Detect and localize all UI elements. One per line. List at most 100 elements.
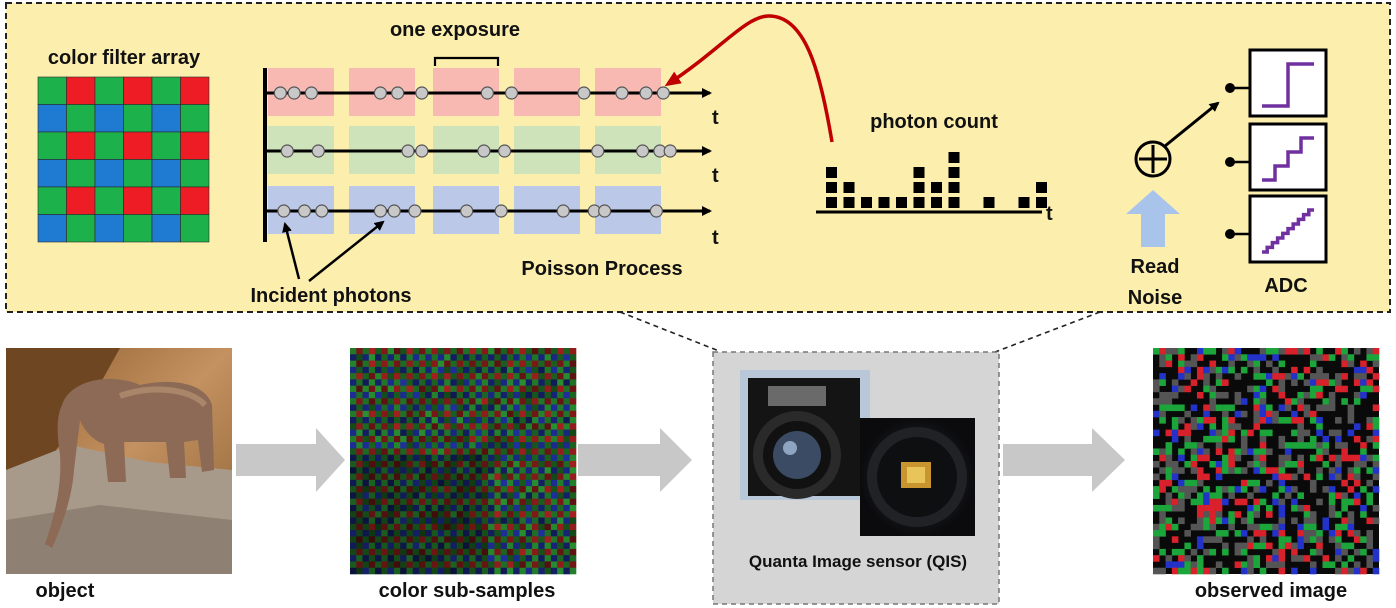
mosaic-pixel bbox=[1360, 448, 1367, 456]
mosaic-pixel bbox=[513, 555, 520, 562]
mosaic-pixel bbox=[1297, 504, 1304, 512]
histogram-t-label: t bbox=[1046, 203, 1053, 225]
mosaic-pixel bbox=[381, 461, 388, 468]
mosaic-pixel bbox=[400, 442, 407, 449]
mosaic-pixel bbox=[356, 511, 363, 518]
mosaic-pixel bbox=[506, 354, 514, 361]
mosaic-pixel bbox=[1240, 429, 1248, 437]
mosaic-pixel bbox=[425, 467, 432, 474]
mosaic-pixel bbox=[525, 492, 533, 499]
mosaic-pixel bbox=[419, 486, 426, 493]
mosaic-pixel bbox=[463, 348, 470, 355]
mosaic-pixel bbox=[393, 467, 401, 474]
mosaic-pixel bbox=[475, 517, 483, 525]
mosaic-pixel bbox=[437, 417, 445, 424]
mosaic-pixel bbox=[356, 498, 363, 506]
mosaic-pixel bbox=[513, 561, 520, 569]
mosaic-pixel bbox=[513, 548, 520, 556]
mosaic-pixel bbox=[1353, 561, 1361, 569]
mosaic-pixel bbox=[425, 461, 432, 468]
mosaic-pixel bbox=[506, 542, 514, 550]
cfa-cell bbox=[66, 159, 96, 188]
count-square bbox=[826, 182, 837, 193]
adc-label: ADC bbox=[1264, 275, 1307, 297]
mosaic-pixel bbox=[419, 348, 426, 355]
mosaic-pixel bbox=[481, 423, 489, 430]
mosaic-pixel bbox=[506, 461, 514, 468]
mosaic-pixel bbox=[1303, 511, 1311, 518]
mosaic-pixel bbox=[519, 442, 527, 449]
mosaic-pixel bbox=[381, 567, 388, 575]
mosaic-pixel bbox=[1266, 542, 1273, 550]
mosaic-pixel bbox=[569, 429, 577, 437]
mosaic-pixel bbox=[387, 429, 395, 437]
mosaic-pixel bbox=[425, 423, 432, 430]
mosaic-pixel bbox=[400, 504, 407, 512]
mosaic-pixel bbox=[381, 348, 388, 355]
mosaic-pixel bbox=[569, 379, 577, 386]
mosaic-pixel bbox=[1222, 417, 1229, 424]
mosaic-pixel bbox=[1203, 486, 1210, 493]
mosaic-pixel bbox=[463, 429, 470, 437]
mosaic-pixel bbox=[1272, 366, 1279, 374]
mosaic-pixel bbox=[1196, 492, 1204, 499]
mosaic-pixel bbox=[1297, 423, 1304, 430]
mosaic-pixel bbox=[1203, 448, 1210, 456]
mosaic-pixel bbox=[456, 548, 464, 556]
mosaic-pixel bbox=[1291, 504, 1298, 512]
mosaic-pixel bbox=[488, 360, 495, 368]
mosaic-pixel bbox=[450, 523, 458, 531]
mosaic-pixel bbox=[444, 398, 451, 405]
mosaic-pixel bbox=[500, 548, 508, 556]
mosaic-pixel bbox=[362, 404, 370, 412]
mosaic-pixel bbox=[469, 530, 476, 537]
mosaic-pixel bbox=[393, 473, 401, 481]
mosaic-pixel bbox=[1366, 492, 1374, 499]
mosaic-pixel bbox=[563, 498, 571, 506]
mosaic-pixel bbox=[1335, 417, 1342, 424]
mosaic-pixel bbox=[1159, 360, 1166, 368]
mosaic-pixel bbox=[350, 398, 357, 405]
mosaic-pixel bbox=[1184, 542, 1191, 550]
mosaic-pixel bbox=[1153, 567, 1160, 575]
mosaic-pixel bbox=[1159, 410, 1166, 418]
mosaic-pixel bbox=[1209, 504, 1217, 512]
mosaic-pixel bbox=[569, 498, 577, 506]
mosaic-pixel bbox=[532, 504, 539, 512]
mosaic-pixel bbox=[563, 373, 571, 380]
mosaic-pixel bbox=[375, 498, 382, 506]
one-exposure-label: one exposure bbox=[390, 19, 520, 41]
mosaic-pixel bbox=[506, 404, 514, 412]
mosaic-pixel bbox=[557, 442, 564, 449]
mosaic-pixel bbox=[1247, 542, 1254, 550]
mosaic-pixel bbox=[538, 548, 545, 556]
mosaic-pixel bbox=[1353, 536, 1361, 543]
mosaic-pixel bbox=[494, 398, 501, 405]
photon-dot bbox=[498, 144, 512, 158]
mosaic-pixel bbox=[525, 435, 533, 443]
mosaic-pixel bbox=[1328, 530, 1336, 537]
mosaic-pixel bbox=[450, 548, 458, 556]
mosaic-pixel bbox=[488, 379, 495, 386]
mosaic-pixel bbox=[412, 467, 420, 474]
mosaic-pixel bbox=[1184, 567, 1191, 575]
mosaic-pixel bbox=[532, 348, 539, 355]
mosaic-pixel bbox=[406, 417, 414, 424]
mosaic-pixel bbox=[1328, 561, 1336, 569]
mosaic-pixel bbox=[412, 517, 420, 525]
cfa-cell bbox=[94, 214, 124, 243]
mosaic-pixel bbox=[1322, 373, 1330, 380]
mosaic-pixel bbox=[1341, 360, 1348, 368]
mosaic-pixel bbox=[362, 479, 370, 487]
mosaic-pixel bbox=[375, 435, 382, 443]
mosaic-pixel bbox=[569, 423, 577, 430]
mosaic-pixel bbox=[356, 366, 363, 374]
mosaic-pixel bbox=[506, 473, 514, 481]
mosaic-pixel bbox=[1353, 373, 1361, 380]
mosaic-pixel bbox=[1165, 398, 1173, 405]
mosaic-pixel bbox=[1266, 511, 1273, 518]
mosaic-pixel bbox=[1184, 366, 1191, 374]
mosaic-pixel bbox=[431, 404, 439, 412]
mosaic-pixel bbox=[431, 385, 439, 393]
mosaic-pixel bbox=[1159, 567, 1166, 575]
